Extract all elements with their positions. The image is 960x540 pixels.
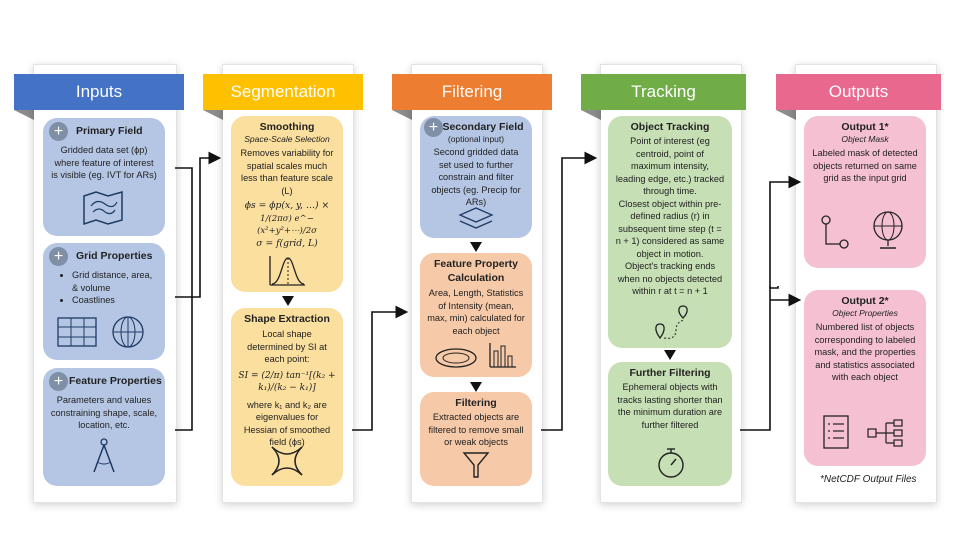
filtering-card: Filtering Extracted objects are filtered…: [420, 392, 532, 486]
object-tracking-title: Object Tracking: [630, 121, 710, 133]
feature-properties-card: + Feature Properties Parameters and valu…: [43, 368, 165, 486]
object-tracking-text-1: Point of interest (eg centroid, point of…: [615, 136, 725, 196]
feature-property-calculation-card: Feature Property Calculation Area, Lengt…: [420, 253, 532, 377]
layers-icon: [458, 207, 494, 229]
node-path-icon: [821, 215, 849, 249]
smoothing-equation-3: σ = f(grid, L): [256, 237, 318, 249]
output-1-title: Output 1*: [841, 121, 889, 133]
shape-index-equation: SI = (2/π) tan⁻¹[(k₂ + k₁)/(k₂ − k₁)]: [238, 370, 336, 394]
filtering-label: Filtering: [441, 82, 503, 101]
filtering-title: Filtering: [455, 397, 497, 409]
plus-icon: +: [49, 372, 68, 391]
output-2-card: Output 2* Object Properties Numbered lis…: [804, 290, 926, 466]
plus-icon: +: [424, 118, 443, 137]
further-filtering-text: Ephemeral objects with tracks lasting sh…: [617, 382, 723, 430]
secondary-field-text: Second gridded data set used to further …: [431, 147, 521, 207]
bar-chart-icon: [489, 343, 516, 368]
output-2-title: Output 2*: [841, 295, 889, 307]
grid-item-coastlines: Coastlines: [72, 294, 158, 307]
object-tracking-text-2: Closest object within pre-defined radius…: [615, 198, 725, 259]
object-tracking-text-3: Object's tracking ends when no objects d…: [617, 261, 723, 296]
ellipse-icon: [435, 348, 477, 368]
grid-item-distance: Grid distance, area, & volume: [72, 269, 158, 294]
plus-icon: +: [49, 247, 68, 266]
gaussian-curve-icon: [269, 256, 305, 286]
primary-field-card: + Primary Field Gridded data set (ϕp) wh…: [43, 118, 165, 236]
smoothing-equation-1: ϕs = ϕp(x, y, …) ×: [244, 200, 330, 211]
further-filtering-title: Further Filtering: [629, 367, 711, 379]
secondary-field-subtitle: (optional input): [447, 134, 505, 144]
output-1-text: Labeled mask of detected objects returne…: [812, 148, 918, 183]
further-filtering-card: Further Filtering Ephemeral objects with…: [608, 362, 732, 486]
filtering-text: Extracted objects are filtered to remove…: [428, 412, 524, 447]
shape-extraction-text-2: where k₁ and k₂ are eigenvalues for Hess…: [243, 399, 331, 448]
inputs-label: Inputs: [75, 82, 123, 101]
output-2-subtitle: Object Properties: [832, 308, 898, 318]
object-tracking-card: Object Tracking Point of interest (eg ce…: [608, 116, 732, 348]
smoothing-equation-2: 1/(2πσ) e^−(x²+y²+⋯)/2σ: [257, 213, 317, 237]
desk-globe-icon: [873, 211, 903, 249]
compass-icon: [93, 438, 115, 473]
feature-property-calculation-text: Area, Length, Statistics of Intensity (m…: [427, 288, 525, 336]
smoothing-text: Removes variability for spatial scales m…: [240, 148, 334, 196]
map-icon: [83, 191, 123, 226]
outputs-label: Outputs: [828, 82, 889, 101]
secondary-field-title: Secondary Field: [442, 121, 524, 133]
shape-extraction-title: Shape Extraction: [244, 313, 330, 325]
grid-properties-title: Grid Properties: [76, 250, 153, 262]
route-pin-icon: [655, 305, 688, 340]
output-1-card: Output 1* Object Mask Labeled mask of de…: [804, 116, 926, 268]
funnel-icon: [462, 452, 490, 478]
grid-properties-card: + Grid Properties Grid distance, area, &…: [43, 243, 165, 360]
checklist-icon: [823, 415, 849, 449]
output-2-text: Numbered list of objects corresponding t…: [814, 322, 916, 382]
tracking-banner: Tracking: [581, 74, 746, 120]
secondary-field-card: + Secondary Field (optional input) Secon…: [420, 116, 532, 238]
outputs-banner: Outputs: [776, 74, 941, 120]
feature-properties-title: Feature Properties: [69, 375, 162, 387]
stopwatch-icon: [658, 448, 684, 478]
feature-property-calculation-title: Feature Property Calculation: [433, 258, 519, 284]
globe-icon: [112, 316, 144, 348]
tracking-label: Tracking: [631, 82, 696, 101]
segmentation-banner: Segmentation: [203, 74, 363, 120]
feature-properties-text: Parameters and values constraining shape…: [50, 395, 158, 430]
segmentation-label: Segmentation: [230, 82, 336, 101]
output-1-subtitle: Object Mask: [841, 134, 889, 144]
smoothing-subtitle: Space-Scale Selection: [244, 134, 330, 144]
filtering-banner: Filtering: [392, 74, 552, 120]
smoothing-title: Smoothing: [259, 121, 315, 133]
primary-field-text: Gridded data set (ϕp) where feature of i…: [51, 145, 157, 180]
smoothing-card: Smoothing Space-Scale Selection Removes …: [231, 116, 343, 292]
plus-icon: +: [49, 122, 68, 141]
hierarchy-icon: [867, 419, 903, 447]
inputs-banner: Inputs: [14, 74, 184, 120]
saddle-shape-icon: [271, 446, 303, 476]
shape-extraction-card: Shape Extraction Local shape determined …: [231, 308, 343, 486]
netcdf-footnote: *NetCDF Output Files: [820, 474, 917, 485]
primary-field-title: Primary Field: [76, 125, 143, 137]
shape-extraction-text: Local shape determined by SI at each poi…: [247, 329, 327, 364]
grid-icon: [57, 317, 97, 347]
